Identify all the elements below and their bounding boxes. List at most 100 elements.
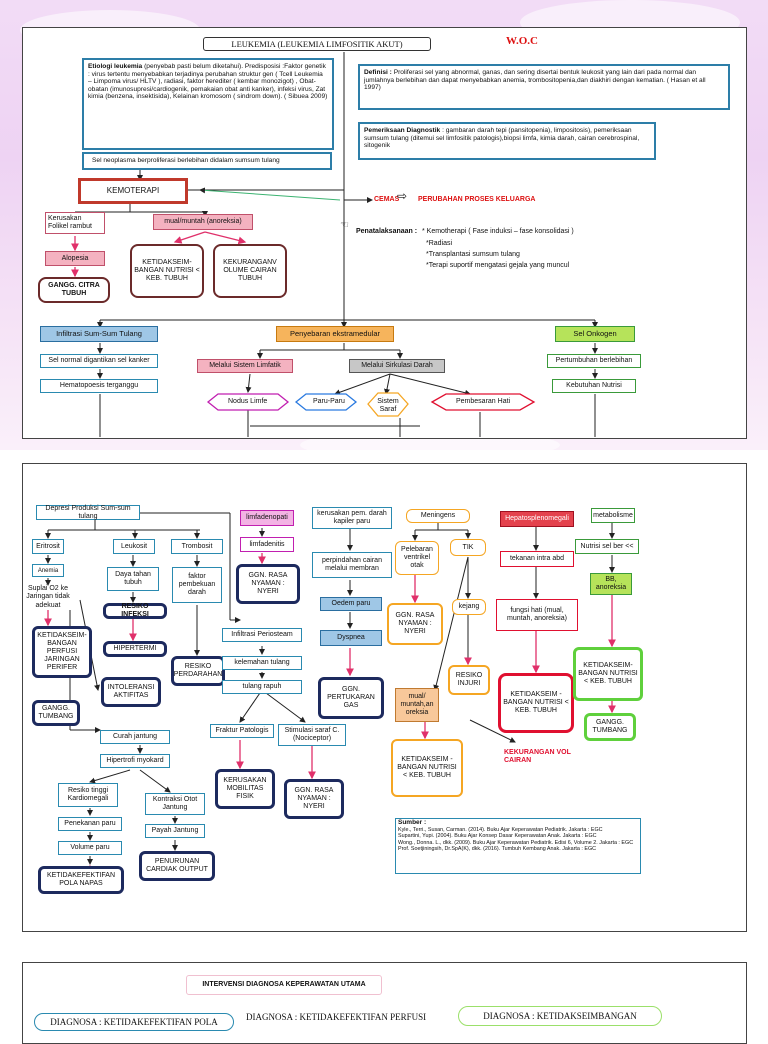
leukosit-box: Leukosit	[113, 539, 155, 554]
fraktur-box: Fraktur Patologis	[210, 724, 274, 738]
kerusakan-kapiler-box: kerusakan pem. darah kapiler paru	[312, 507, 392, 529]
sel-neoplasma-box: Sel neoplasma berproliferasi berlebihan …	[82, 152, 332, 170]
stimulasi-box: Stimulasi saraf C. (Nociceptor)	[278, 724, 346, 746]
sumber-line: Prof. Soetjiningsih, Dr.SpA(K), dkk. (20…	[398, 846, 597, 853]
definisi-callout: Definisi : Proliferasi sel yang abnormal…	[358, 64, 730, 110]
melalui-sirkulasi-box: Melalui Sirkulasi Darah	[349, 359, 445, 373]
eritrosit-box: Eritrosit	[32, 539, 64, 554]
kontraksi-box: Kontraksi Otot Jantung	[145, 793, 205, 815]
ketidakseim-nutrisi-3-box: KETIDAKSEIM -BANGAN NUTRISI < KEB. TUBUH	[498, 673, 574, 733]
anemia-box: Anemia	[32, 564, 64, 577]
resiko-kardiomegali-box: Resiko tinggi Kardiomegali	[58, 783, 118, 807]
pertumbuhan-box: Pertumbuhan berlebihan	[547, 354, 641, 368]
infiltrasi-box: Infiltrasi Sum-Sum Tulang	[40, 326, 158, 342]
suplai-o2-label: Suplai O2 ke Jaringan tidak adekuat	[26, 585, 70, 609]
faktor-pembekuan-box: faktor pembekuan darah	[172, 567, 222, 603]
pelebaran-ventrikel-box: Pelebaran ventrikel otak	[395, 541, 439, 575]
penyebaran-box: Penyebaran ekstramedular	[276, 326, 394, 342]
ggn-rasa-nyaman-box: GGN. RASA NYAMAN : NYERI	[236, 564, 300, 604]
depresi-box: Depresi Produksi Sum-sum tulang	[36, 505, 140, 520]
woc-label: W.O.C	[506, 35, 538, 47]
ketidakseim-nutrisi-4-box: KETIDAKSEIM-BANGAN NUTRISI < KEB. TUBUH	[573, 647, 643, 701]
definisi-label: Definisi :	[364, 69, 392, 76]
pemeriksaan-label: Pemeriksaan Diagnostik	[364, 127, 441, 134]
ggn-pertukaran-box: GGN. PERTUKARAN GAS	[318, 677, 384, 719]
definisi-text: Proliferasi sel yang abnormal, ganas, da…	[364, 69, 706, 92]
arrow-icon: ⇨	[397, 189, 408, 203]
intervensi-title: INTERVENSI DIAGNOSA KEPERAWATAN UTAMA	[186, 975, 382, 995]
kemoterapi-box: KEMOTERAPI	[78, 178, 188, 204]
sumber-line: Kyle., Terri., Susan, Carman. (2014). Bu…	[398, 826, 603, 833]
page1-title: LEUKEMIA (LEUKEMIA LIMFOSITIK AKUT)	[203, 37, 431, 51]
penekanan-paru-box: Penekanan paru	[58, 817, 122, 831]
mual-muntah-anoreksia-box: mual/ muntah,an oreksia	[395, 688, 439, 722]
paru-paru-label: Paru-Paru	[313, 398, 345, 405]
ketidakseim-perfusi-box: KETIDAKSEIM-BANGAN PERFUSI JARINGAN PERI…	[32, 626, 92, 678]
penatalaksanaan-label: Penatalaksanaan :	[356, 228, 418, 235]
diagnosa-2-label: DIAGNOSA : KETIDAKEFEKTIFAN PERFUSI	[246, 1012, 427, 1022]
sel-onkogen-box: Sel Onkogen	[555, 326, 635, 342]
limfadenopati-box: limfadenopati	[240, 510, 294, 526]
diagnosa-1-box: DIAGNOSA : KETIDAKEFEKTIFAN POLA	[34, 1013, 234, 1031]
limfadenitis-box: limfadenitis	[240, 537, 294, 552]
melalui-limfatik-box: Melalui Sistem Limfatik	[197, 359, 293, 373]
sumber-label: Sumber :	[398, 819, 427, 826]
tik-box: TIK	[450, 539, 486, 556]
gangg-tumbang-2-box: GANGG. TUMBANG	[584, 713, 636, 741]
hipertermi-box: HIPERTERMI	[103, 641, 167, 657]
kerusakan-mobilitas-box: KERUSAKAN MOBILITAS FISIK	[215, 769, 275, 809]
trombosit-box: Trombosit	[171, 539, 223, 554]
bb-anoreksia-box: BB, anoreksia	[590, 573, 632, 595]
sistem-saraf-label: Sistem Saraf	[377, 398, 399, 414]
etiologi-label: Etiologi leukemia	[88, 63, 143, 70]
tekanan-intra-box: tekanan intra abd	[500, 551, 574, 567]
ggn-rasa-nyaman-2-box: GGN. RASA NYAMAN : NYERI	[284, 779, 344, 819]
penatalaksanaan-item: * Kemotherapi ( Fase induksi – fase kons…	[422, 228, 574, 235]
dyspnea-box: Dyspnea	[320, 630, 382, 646]
sel-normal-box: Sel normal digantikan sel kanker	[40, 354, 158, 368]
kekurangan-vol-label: KEKURANGAN VOL CAIRAN	[504, 749, 571, 765]
sumber-line: Supartini, Yupi. (2004). Buku Ajar Konse…	[398, 833, 597, 840]
daya-tahan-box: Daya tahan tubuh	[107, 567, 159, 591]
metabolisme-box: metabolisme	[591, 508, 635, 523]
hipertrofi-box: Hipertrofi myokard	[100, 754, 170, 768]
etiologi-text: (penyebab pasti belum diketahui). Predis…	[88, 63, 328, 101]
perpindahan-cairan-box: perpindahan cairan melalui membran	[312, 552, 392, 578]
alopesia-box: Alopesia	[45, 251, 105, 266]
hand-pointer-icon: ☜	[340, 220, 349, 231]
tulang-rapuh-box: tulang rapuh	[222, 680, 302, 694]
penurunan-cardiak-box: PENURUNAN CARDIAK OUTPUT	[139, 851, 215, 881]
penatalaksanaan-item: *Radiasi	[426, 240, 453, 247]
gangg-tumbang-box: GANGG. TUMBANG	[32, 700, 80, 726]
kejang-box: kejang	[452, 599, 486, 615]
curah-jantung-box: Curah jantung	[100, 730, 170, 744]
resiko-perdarahan-box: RESIKO PERDARAHAN	[171, 656, 225, 686]
hematopoesis-box: Hematopoesis terganggu	[40, 379, 158, 393]
ggn-rasa-nyaman-3-box: GGN. RASA NYAMAN : NYERI	[387, 603, 443, 645]
penatalaksanaan-item: *Transplantasi sumsum tulang	[426, 251, 520, 258]
volume-paru-box: Volume paru	[58, 841, 122, 855]
kelemahan-tulang-box: kelemahan tulang	[222, 656, 302, 670]
ketidakseim-nutrisi-box: KETIDAKSEIM-BANGAN NUTRISI < KEB. TUBUH	[130, 244, 204, 298]
penatalaksanaan-item: *Terapi suportif mengatasi gejala yang m…	[426, 262, 570, 269]
kerusakan-folikel-box: Kerusakan Folikel rambut	[45, 212, 105, 234]
nutrisi-sel-box: Nutrisi sel ber <<	[575, 539, 639, 554]
fungsi-hati-box: fungsi hati (mual, muntah, anoreksia)	[496, 599, 578, 631]
ketidakseim-nutrisi-2-box: KETIDAKSEIM -BANGAN NUTRISI < KEB. TUBUH	[391, 739, 463, 797]
gangg-citra-tubuh-box: GANGG. CITRA TUBUH	[38, 277, 110, 303]
nodus-limfe-label: Nodus Limfe	[228, 398, 268, 405]
sumber-line: Wong., Donna. L., dkk. (2009). Buku Ajar…	[398, 839, 634, 846]
cemas-label: CEMAS	[374, 196, 400, 203]
pembesaran-hati-label: Pembesaran Hati	[456, 398, 511, 405]
resiko-injuri-box: RESIKO INJURI	[448, 665, 490, 695]
ketidakefektifan-napas-box: KETIDAKEFEKTIFAN POLA NAPAS	[38, 866, 124, 894]
mual-muntah-box: mual/muntah (anoreksia)	[153, 214, 253, 230]
sumber-box: Sumber : Kyle., Terri., Susan, Carman. (…	[395, 818, 641, 874]
pemeriksaan-text: : gambaran darah tepi (pansitopenia), li…	[364, 127, 640, 150]
kebutuhan-nutrisi-box: Kebutuhan Nutrisi	[552, 379, 636, 393]
infiltrasi-periosteam-box: Infiltrasi Periosteam	[222, 628, 302, 642]
hepatosplenomegali-box: Hepatosplenomegali	[500, 511, 574, 527]
resiko-infeksi-box: RESIKO INFEKSI	[103, 603, 167, 619]
oedem-paru-box: Oedem paru	[320, 597, 382, 611]
payah-jantung-box: Payah Jantung	[145, 824, 205, 838]
